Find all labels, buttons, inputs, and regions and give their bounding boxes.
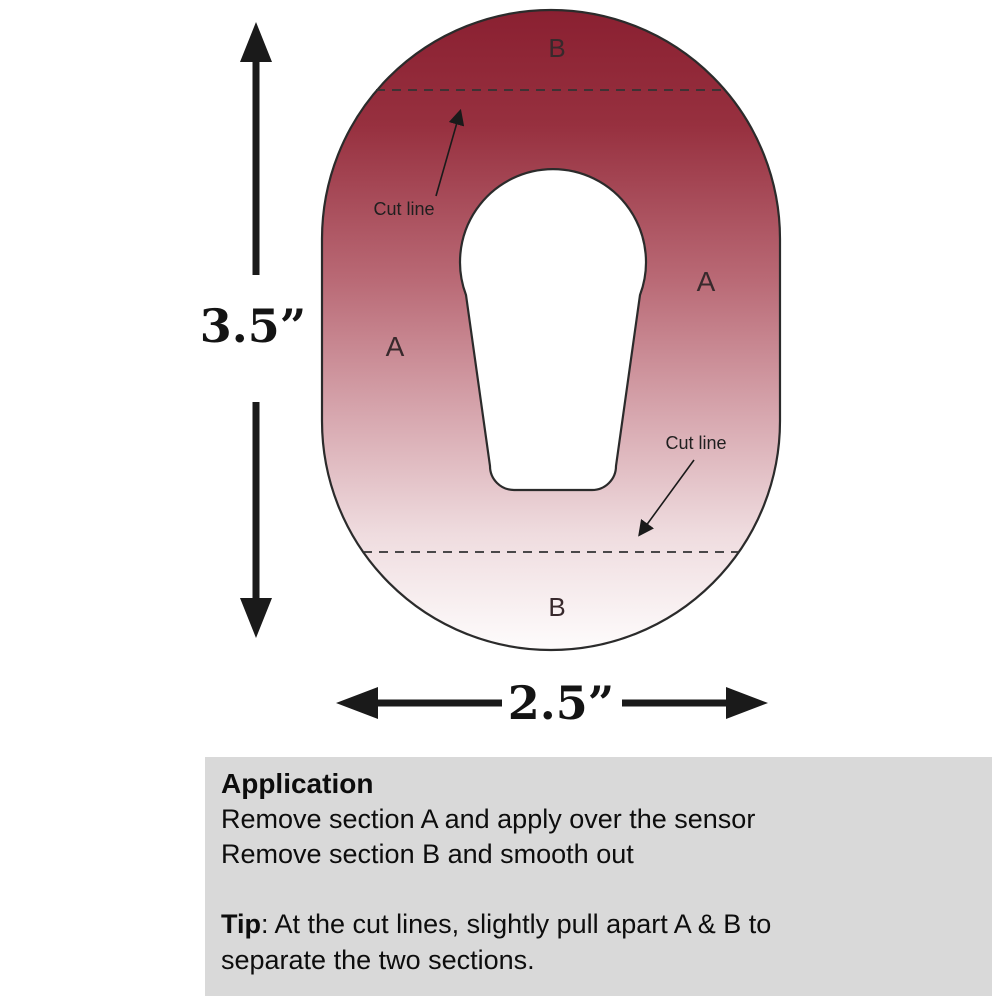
cut-line-arrow-bottom: [638, 459, 695, 537]
cut-line-label-bottom: Cut line: [665, 433, 726, 453]
patch-shape: [320, 8, 782, 652]
width-dimension-arrow: [336, 687, 768, 719]
cut-line-label-top: Cut line: [373, 199, 434, 219]
height-dimension-label: 3.5”: [200, 299, 307, 353]
instruction-line-2: Remove section B and smooth out: [221, 839, 634, 869]
cut-line-arrow-top: [435, 108, 465, 197]
instruction-line-1: Remove section A and apply over the sens…: [221, 804, 756, 834]
instructions-heading: Application: [221, 768, 374, 799]
label-b-top: B: [548, 33, 565, 63]
height-dimension-arrow: [240, 22, 272, 638]
instructions-spacer: [221, 872, 976, 906]
instructions-panel: Application Remove section A and apply o…: [205, 757, 992, 996]
tip-text: : At the cut lines, slightly pull apart …: [221, 909, 772, 975]
width-dimension-label: 2.5”: [508, 676, 615, 730]
label-b-bottom: B: [548, 592, 565, 622]
instructions-tip: Tip: At the cut lines, slightly pull apa…: [221, 906, 841, 978]
patch-diagram: B A A B Cut line Cut line 3.5” 2.5”: [200, 8, 782, 730]
label-a-left: A: [386, 331, 405, 362]
label-a-right: A: [697, 266, 716, 297]
tip-label: Tip: [221, 909, 261, 939]
